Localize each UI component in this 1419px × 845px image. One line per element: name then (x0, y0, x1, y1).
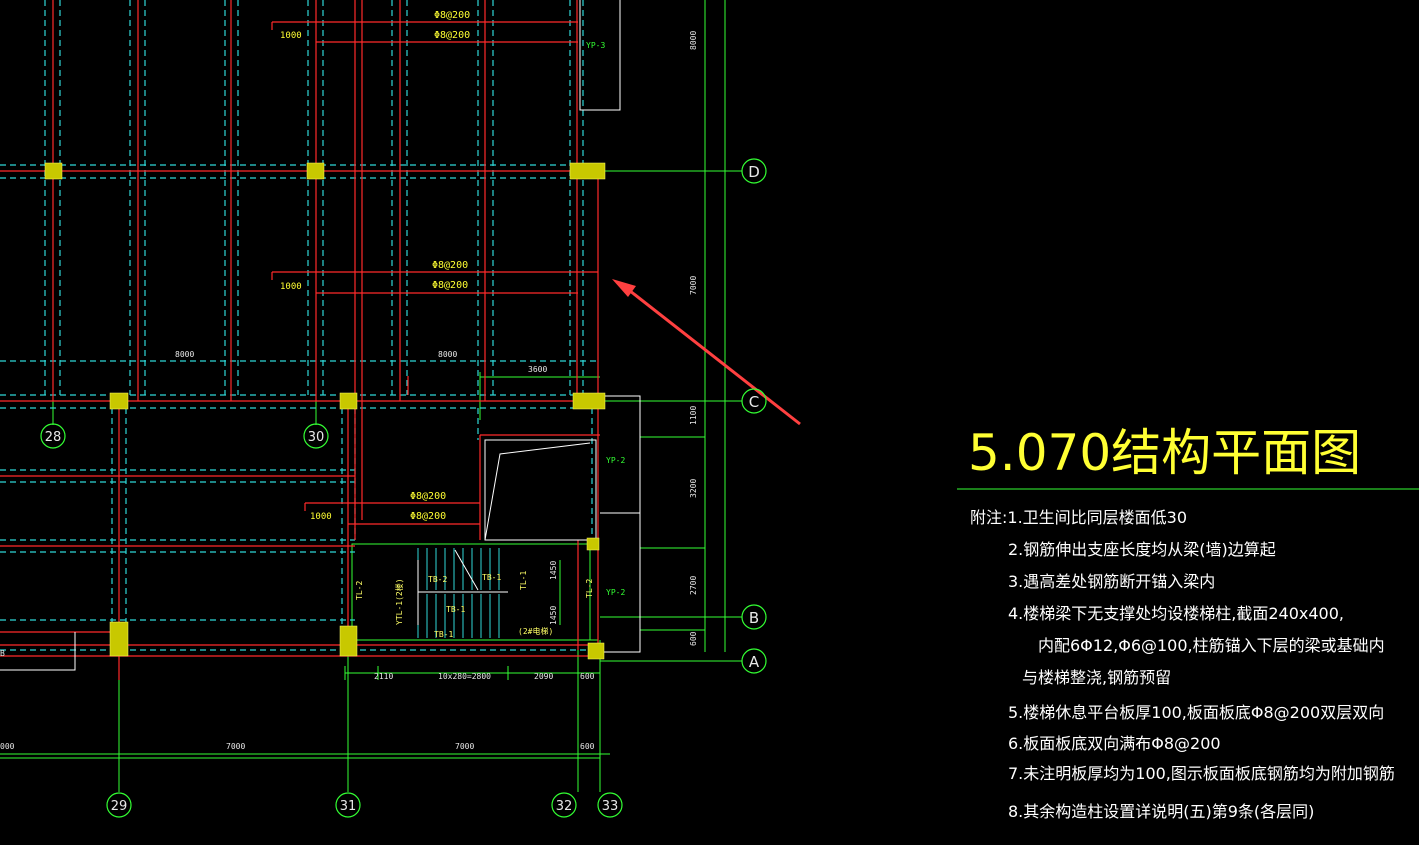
axis-bubble-d (741, 158, 767, 184)
axis-label-29: 29 (111, 799, 128, 814)
dimension-labels: 8000 8000 3600 8000 7000 1100 3200 2700 … (0, 31, 698, 751)
component-label: TL-2 (585, 579, 594, 598)
axis-bubbles (40, 158, 767, 818)
component-label: YP-2 (606, 456, 625, 465)
component-label: (2#电梯) (518, 626, 553, 636)
dim-label: 8000 (689, 31, 698, 50)
axis-label-33: 33 (602, 799, 619, 814)
dim-label: 1450 (549, 561, 558, 580)
notes: 附注:1.卫生间比同层楼面低30 2.钢筋伸出支座长度均从梁(墙)边算起 3.遇… (970, 508, 1395, 821)
axis-label-d: D (748, 163, 760, 181)
columns (44, 162, 606, 660)
dim-label: 10x280=2800 (438, 672, 491, 681)
rebar-label: Φ8@200 (432, 260, 468, 271)
note-line: 7.未注明板厚均为100,图示板面板底钢筋均为附加钢筋 (1008, 764, 1395, 783)
drawing-title: 5.070结构平面图 (968, 424, 1361, 482)
outlines (0, 0, 641, 671)
dim-label: 2110 (374, 672, 393, 681)
dim-label: 8000 (438, 350, 457, 359)
axis-bubble-c (741, 388, 767, 414)
annotation-arrow (612, 279, 801, 426)
dim-label: 7000 (226, 742, 245, 751)
dim-label: 7000 (455, 742, 474, 751)
axis-bubble-32 (551, 792, 577, 818)
rebar-labels: Φ8@200 Φ8@200 1000 Φ8@200 Φ8@200 1000 Φ8… (280, 10, 470, 522)
dim-label: 2090 (534, 672, 553, 681)
note-line: 4.楼梯梁下无支撑处均设楼梯柱,截面240x400, (1008, 604, 1344, 623)
axis-label-31: 31 (340, 799, 357, 814)
axis-label-a: A (749, 653, 760, 671)
rebar-label: Φ8@200 (410, 491, 446, 502)
axis-bubble-b (741, 604, 767, 630)
dim-label: 2700 (689, 576, 698, 595)
axis-label-c: C (749, 393, 759, 411)
axis-bubble-a (741, 648, 767, 674)
component-label: YP-3 (586, 41, 605, 50)
dim-label: 600 (580, 672, 595, 681)
component-label: YTL-1(2楼) (394, 578, 404, 625)
axis-bubble-28 (40, 423, 66, 449)
dim-label: 3200 (689, 479, 698, 498)
note-line: 2.钢筋伸出支座长度均从梁(墙)边算起 (1008, 540, 1276, 559)
rebar-length: 1000 (310, 512, 332, 522)
component-label: TB-1 (434, 630, 453, 639)
component-label: YP-2 (606, 588, 625, 597)
axis-bubble-31 (335, 792, 361, 818)
note-line: 8.其余构造柱设置详说明(五)第9条(各层同) (1008, 802, 1314, 821)
axis-label-32: 32 (556, 799, 573, 814)
rebar-length: 1000 (280, 282, 302, 292)
rebar-label: Φ8@200 (410, 511, 446, 522)
dim-label: 1450 (549, 606, 558, 625)
stair-treads (417, 548, 508, 638)
axis-bubble-30 (303, 423, 329, 449)
component-label: TB-1 (482, 573, 501, 582)
dim-label: 600 (689, 631, 698, 646)
component-label: TB-2 (428, 575, 447, 584)
dim-label: 7000 (689, 276, 698, 295)
axis-bubble-29 (106, 792, 132, 818)
dim-label: 3600 (528, 365, 547, 374)
axis-label-b: B (749, 609, 759, 627)
dim-label: 600 (580, 742, 595, 751)
note-line: 附注:1.卫生间比同层楼面低30 (970, 508, 1187, 527)
component-label: TL-1 (519, 571, 528, 590)
dim-label: 1100 (689, 406, 698, 425)
axis-label-30: 30 (308, 430, 325, 445)
component-labels: YP-3 YP-2 YP-2 TB-1 TB-1 TB-1 TB-2 TL-1 … (0, 41, 625, 658)
component-label: B (0, 649, 5, 658)
note-line: 5.楼梯休息平台板厚100,板面板底Φ8@200双层双向 (1008, 703, 1384, 722)
note-line: 与楼梯整浇,钢筋预留 (1022, 668, 1171, 687)
note-line: 内配6Φ12,Φ6@100,柱筋锚入下层的梁或基础内 (1038, 636, 1385, 655)
component-label: TL-2 (355, 581, 364, 600)
beam-lines (0, 0, 600, 680)
component-label: TB-1 (446, 605, 465, 614)
rebar-label: Φ8@200 (434, 30, 470, 41)
axis-bubble-33 (597, 792, 623, 818)
axis-labels: D C B A 28 30 29 31 32 33 (45, 163, 760, 814)
rebar-label: Φ8@200 (432, 280, 468, 291)
dim-label: 8000 (175, 350, 194, 359)
note-line: 3.遇高差处钢筋断开锚入梁内 (1008, 572, 1215, 591)
rebar-length: 1000 (280, 31, 302, 41)
dim-label: 000 (0, 742, 15, 751)
axis-label-28: 28 (45, 430, 62, 445)
axis-grid (0, 0, 1419, 792)
note-line: 6.板面板底双向满布Φ8@200 (1008, 734, 1221, 753)
rebar-label: Φ8@200 (434, 10, 470, 21)
